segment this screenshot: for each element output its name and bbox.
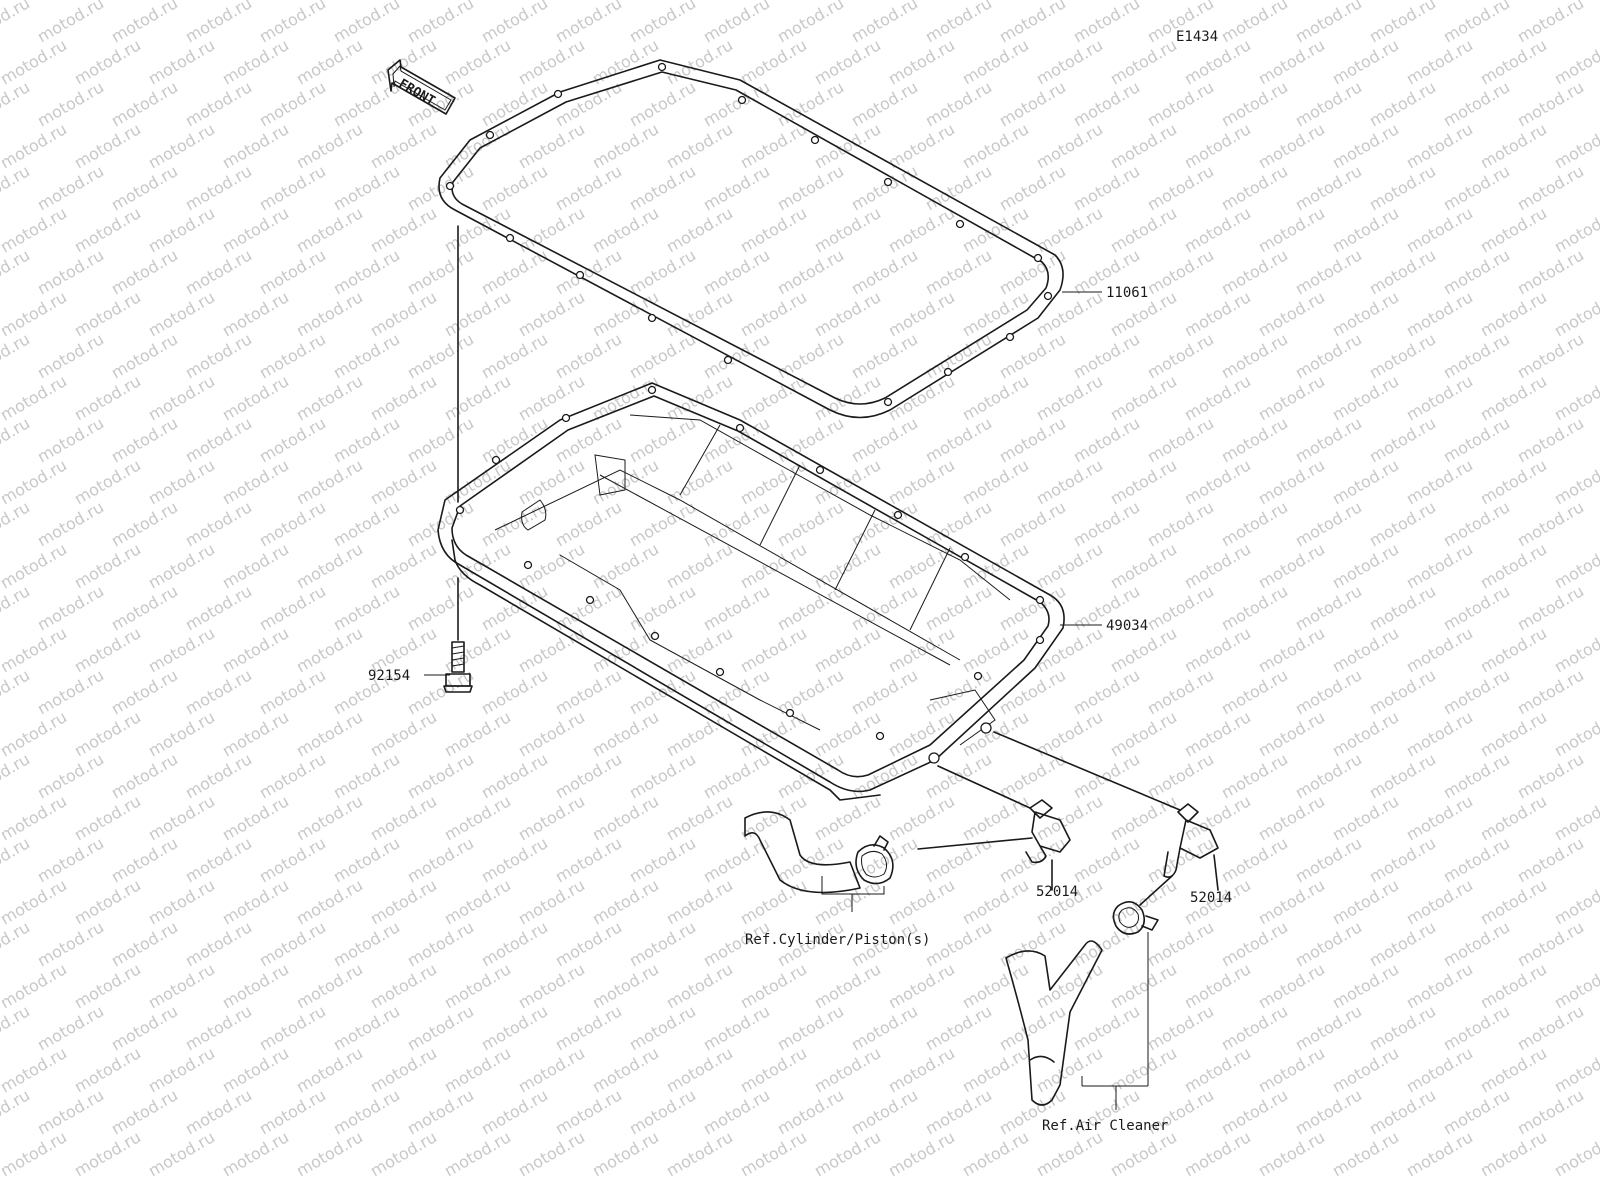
oil-pan-bolt[interactable]: [443, 225, 473, 693]
part-label-52014-left[interactable]: 52014: [1036, 884, 1079, 900]
leader-lines: [424, 291, 1102, 676]
hose-cylinder-ref[interactable]: [744, 811, 894, 912]
part-label-52014-right[interactable]: 52014: [1190, 890, 1233, 906]
fitting-right[interactable]: [993, 731, 1219, 906]
part-label-49034[interactable]: 49034: [1106, 618, 1149, 634]
ref-label-cylinder-piston[interactable]: Ref.Cylinder/Piston(s): [745, 932, 931, 948]
part-label-92154[interactable]: 92154: [368, 668, 411, 684]
ref-label-air-cleaner[interactable]: Ref.Air Cleaner: [1042, 1118, 1169, 1134]
front-label: FRONT: [396, 76, 438, 109]
oil-pan[interactable]: [437, 382, 1065, 801]
part-label-11061[interactable]: 11061: [1106, 285, 1149, 301]
fitting-left[interactable]: [917, 765, 1071, 891]
oil-pan-gasket[interactable]: [438, 59, 1064, 419]
front-arrow-icon: FRONT: [387, 59, 456, 115]
hose-air-cleaner-ref[interactable]: [1005, 901, 1159, 1110]
diagram-code: E1434: [1176, 29, 1219, 45]
